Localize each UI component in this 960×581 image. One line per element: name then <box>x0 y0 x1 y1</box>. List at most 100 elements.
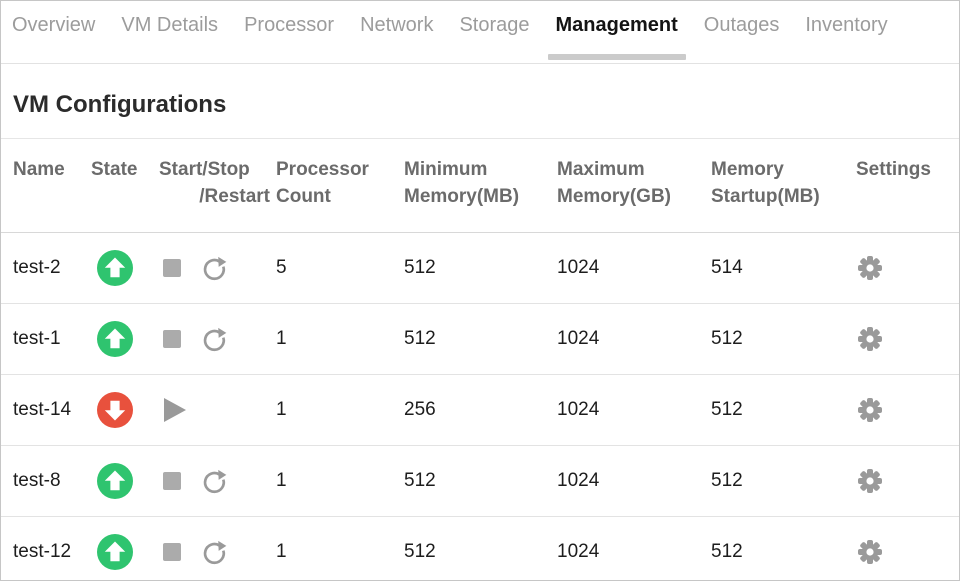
state-cell <box>91 250 159 286</box>
memory-startup-value: 512 <box>711 399 743 420</box>
state-up-icon <box>97 250 133 286</box>
table-row-test-1: test-1 1 512 1024 512 <box>1 304 959 375</box>
start-stop-restart-cell <box>159 397 276 423</box>
state-up-icon <box>97 321 133 357</box>
state-up-icon <box>97 534 133 570</box>
column-header-name: Name <box>13 156 91 216</box>
processor-count-value: 1 <box>276 541 287 562</box>
start-stop-restart-cell <box>159 326 276 353</box>
stop-icon <box>163 259 181 277</box>
tab-management[interactable]: Management <box>547 14 686 62</box>
column-header-line: Start/Stop <box>159 159 250 180</box>
restart-icon <box>201 539 228 566</box>
restart-button[interactable] <box>201 468 228 495</box>
restart-icon <box>201 468 228 495</box>
stop-button[interactable] <box>163 472 181 490</box>
settings-gear-button[interactable] <box>857 397 883 423</box>
stop-button[interactable] <box>163 543 181 561</box>
tab-vm-details[interactable]: VM Details <box>121 14 218 62</box>
table-row-test-14: test-14 1 256 1024 512 <box>1 375 959 446</box>
page-title: VM Configurations <box>1 64 959 139</box>
maximum-memory-value: 1024 <box>557 328 600 349</box>
tab-label: Storage <box>459 14 530 36</box>
memory-startup-value: 512 <box>711 328 743 349</box>
state-cell <box>91 463 159 499</box>
start-button[interactable] <box>163 397 187 423</box>
play-icon <box>163 397 187 423</box>
stop-icon <box>163 472 181 490</box>
vm-name: test-8 <box>13 470 61 491</box>
vm-name: test-2 <box>13 257 61 278</box>
stop-icon <box>163 330 181 348</box>
vm-name: test-12 <box>13 541 72 562</box>
column-header-line: Memory <box>711 159 784 180</box>
restart-button[interactable] <box>201 326 228 353</box>
active-tab-underline <box>547 54 686 60</box>
tab-label: Inventory <box>805 14 888 36</box>
tab-outages[interactable]: Outages <box>704 14 780 62</box>
column-header-actions: Start/Stop/Restart <box>159 156 276 216</box>
settings-cell <box>856 539 959 565</box>
memory-startup-value: 512 <box>711 541 743 562</box>
column-header-line: Name <box>13 159 65 180</box>
tab-storage[interactable]: Storage <box>459 14 529 62</box>
minimum-memory-value: 512 <box>404 257 436 278</box>
tab-label: Network <box>360 14 434 36</box>
column-header-line: Count <box>276 186 331 207</box>
settings-gear-button[interactable] <box>857 468 883 494</box>
maximum-memory-value: 1024 <box>557 399 600 420</box>
tab-label: VM Details <box>121 14 219 36</box>
maximum-memory-value: 1024 <box>557 541 600 562</box>
settings-gear-button[interactable] <box>857 539 883 565</box>
stop-icon <box>163 543 181 561</box>
minimum-memory-value: 512 <box>404 328 436 349</box>
state-cell <box>91 321 159 357</box>
tab-label: Overview <box>12 14 96 36</box>
maximum-memory-value: 1024 <box>557 257 600 278</box>
column-header-line: Settings <box>856 159 931 180</box>
restart-icon <box>201 326 228 353</box>
column-header-line: Memory(MB) <box>404 186 520 207</box>
maximum-memory-value: 1024 <box>557 470 600 491</box>
vm-name: test-14 <box>13 399 72 420</box>
tab-label: Outages <box>703 14 780 36</box>
processor-count-value: 1 <box>276 470 287 491</box>
tab-processor[interactable]: Processor <box>244 14 334 62</box>
minimum-memory-value: 256 <box>404 399 436 420</box>
stop-button[interactable] <box>163 259 181 277</box>
state-cell <box>91 392 159 428</box>
tab-overview[interactable]: Overview <box>12 14 95 62</box>
gear-icon <box>857 468 883 494</box>
gear-icon <box>857 255 883 281</box>
column-header-line: Maximum <box>557 159 645 180</box>
settings-gear-button[interactable] <box>857 255 883 281</box>
settings-gear-button[interactable] <box>857 326 883 352</box>
column-header-line: State <box>91 159 138 180</box>
restart-button[interactable] <box>201 539 228 566</box>
processor-count-value: 1 <box>276 328 287 349</box>
gear-icon <box>857 397 883 423</box>
tab-label: Processor <box>244 14 335 36</box>
tab-inventory[interactable]: Inventory <box>805 14 887 62</box>
settings-cell <box>856 397 959 423</box>
tab-network[interactable]: Network <box>360 14 433 62</box>
processor-count-value: 5 <box>276 257 287 278</box>
processor-count-value: 1 <box>276 399 287 420</box>
column-header-line: /Restart <box>199 186 270 207</box>
restart-button[interactable] <box>201 255 228 282</box>
state-cell <box>91 534 159 570</box>
column-header-line: Startup(MB) <box>711 186 820 207</box>
vm-name: test-1 <box>13 328 61 349</box>
column-header-settings: Settings <box>856 156 959 216</box>
stop-button[interactable] <box>163 330 181 348</box>
column-header-state: State <box>91 156 159 216</box>
